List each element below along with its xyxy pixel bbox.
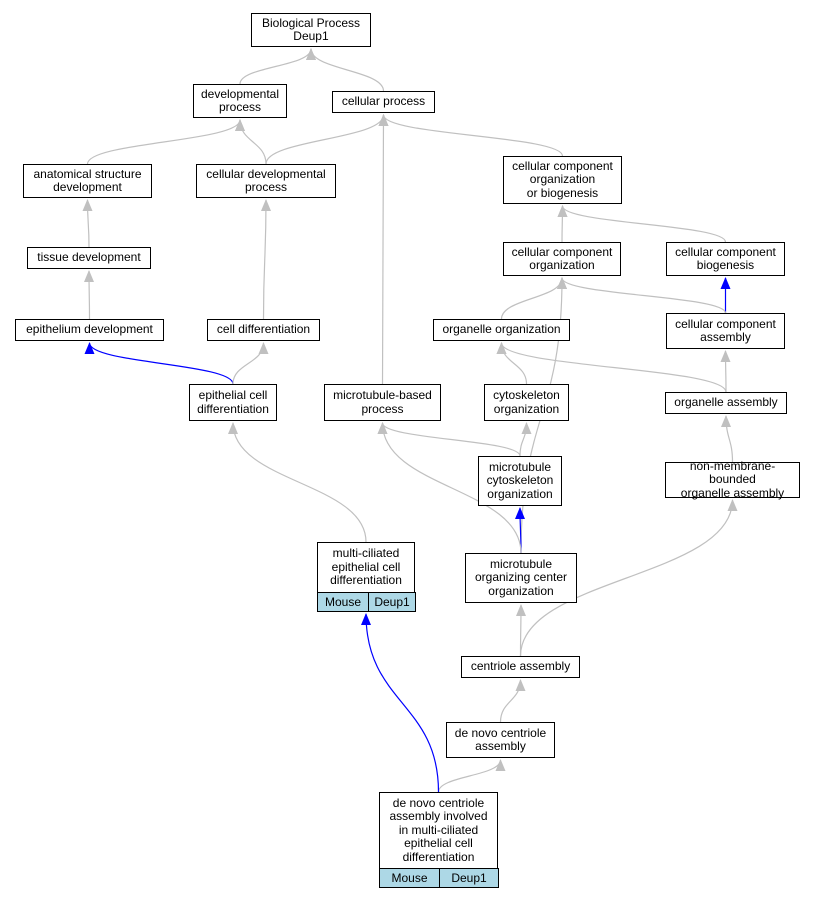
term-node-orgorg[interactable]: organelle organization — [433, 319, 570, 341]
term-label: organelle assembly — [674, 395, 778, 410]
term-node-mtcyto[interactable]: microtubule cytoskeleton organization — [478, 456, 562, 506]
edge-mcec-to-epidiff — [228, 422, 367, 543]
term-node-dev[interactable]: developmental process — [193, 84, 287, 118]
term-label: non-membrane-bounded organelle assembly — [680, 458, 785, 500]
term-label: epithelium development — [26, 322, 153, 337]
term-label: cellular component assembly — [675, 316, 776, 344]
tag-cell-mcec-0: Mouse — [317, 592, 369, 612]
term-label: cellular component organization or bioge… — [512, 158, 613, 200]
term-node-centasm[interactable]: centriole assembly — [461, 656, 580, 678]
term-label: microtubule organizing center organizati… — [474, 556, 568, 598]
term-node-tissue[interactable]: tissue development — [27, 247, 151, 269]
term-label: cellular developmental process — [206, 166, 326, 194]
term-node-ccb[interactable]: cellular component biogenesis — [666, 242, 785, 276]
edge-mtoc-to-mtbp — [377, 422, 522, 554]
tag-cell-mcec-1: Deup1 — [368, 592, 416, 612]
term-node-cco[interactable]: cellular component organization — [503, 242, 621, 276]
edge-nmb-to-orgasm — [721, 415, 734, 463]
edge-cco-to-ccob — [557, 205, 568, 243]
edge-epi-to-tissue — [84, 270, 95, 320]
term-label: epithelial cell differentiation — [197, 388, 269, 416]
term-node-cca[interactable]: cellular component assembly — [666, 313, 785, 349]
edge-centasm-to-nmb — [519, 499, 738, 657]
term-label: microtubule-based process — [333, 388, 432, 416]
term-node-epidiff[interactable]: epithelial cell differentiation — [189, 384, 277, 421]
edge-cyto-to-orgorg — [496, 342, 528, 385]
term-label: cytoskeleton organization — [493, 388, 560, 416]
term-node-nmb[interactable]: non-membrane-bounded organelle assembly — [665, 458, 800, 500]
term-node-celldev[interactable]: cellular developmental process — [196, 164, 336, 198]
edge-target-to-mcec — [361, 613, 440, 793]
edge-orgasm-to-orgorg — [496, 342, 727, 393]
term-label: developmental process — [200, 86, 280, 114]
term-node-cyto[interactable]: cytoskeleton organization — [484, 384, 569, 421]
term-node-target[interactable]: de novo centriole assembly involved in m… — [379, 792, 498, 869]
term-label: Biological Process Deup1 — [261, 15, 361, 43]
term-node-mtoc[interactable]: microtubule organizing center organizati… — [465, 553, 577, 603]
term-node-mcec[interactable]: multi-ciliated epithelial cell different… — [317, 542, 415, 593]
edge-dev-to-bp — [239, 48, 316, 85]
edge-cell-to-bp — [306, 48, 385, 92]
term-label: anatomical structure development — [33, 166, 142, 194]
edge-layer — [82, 48, 738, 793]
term-label: multi-ciliated epithelial cell different… — [330, 546, 402, 588]
term-label: de novo centriole assembly — [454, 725, 547, 753]
term-label: cellular process — [341, 94, 426, 109]
term-label: centriole assembly — [470, 659, 571, 674]
term-node-epi[interactable]: epithelium development — [15, 319, 164, 341]
term-node-cell[interactable]: cellular process — [332, 91, 435, 113]
term-node-ccob[interactable]: cellular component organization or bioge… — [503, 156, 622, 204]
edge-orgasm-to-cca — [720, 350, 731, 393]
edge-orgorg-to-cco — [500, 277, 567, 320]
term-label: cellular component biogenesis — [675, 244, 776, 272]
edge-anat-to-dev — [86, 119, 245, 165]
edge-cca-to-cco — [557, 277, 727, 314]
edge-celldiff-to-celldev — [260, 199, 271, 320]
edge-epidiff-to-celldiff — [232, 342, 269, 385]
tag-cell-target-0: Mouse — [379, 868, 440, 888]
edge-epidiff-to-epi — [84, 342, 234, 385]
tag-cell-target-1: Deup1 — [439, 868, 499, 888]
term-label: de novo centriole assembly involved in m… — [389, 795, 488, 864]
term-node-denovo[interactable]: de novo centriole assembly — [446, 722, 555, 758]
edge-mtcyto-to-cyto — [519, 422, 532, 457]
edge-target-to-denovo — [437, 759, 506, 793]
term-label: microtubule cytoskeleton organization — [486, 459, 554, 501]
edge-ccob-to-cell — [378, 114, 564, 157]
term-node-celldiff[interactable]: cell differentiation — [207, 319, 320, 341]
term-node-mtbp[interactable]: microtubule-based process — [324, 384, 441, 421]
edge-ccb-to-ccob — [557, 205, 727, 243]
term-label: cell differentiation — [216, 322, 311, 337]
term-label: organelle organization — [442, 322, 561, 337]
term-node-anat[interactable]: anatomical structure development — [23, 164, 152, 198]
term-node-orgasm[interactable]: organelle assembly — [665, 392, 787, 414]
term-label: tissue development — [37, 250, 141, 265]
edge-mtbp-to-cell — [378, 114, 389, 385]
term-label: cellular component organization — [511, 244, 613, 272]
term-node-bp[interactable]: Biological Process Deup1 — [251, 13, 371, 47]
edge-denovo-to-centasm — [499, 679, 526, 723]
edge-celldev-to-cell — [265, 114, 389, 165]
edge-tissue-to-anat — [82, 199, 93, 248]
edge-celldev-to-dev — [235, 119, 267, 165]
edge-mtcyto-to-mtbp — [377, 422, 521, 457]
